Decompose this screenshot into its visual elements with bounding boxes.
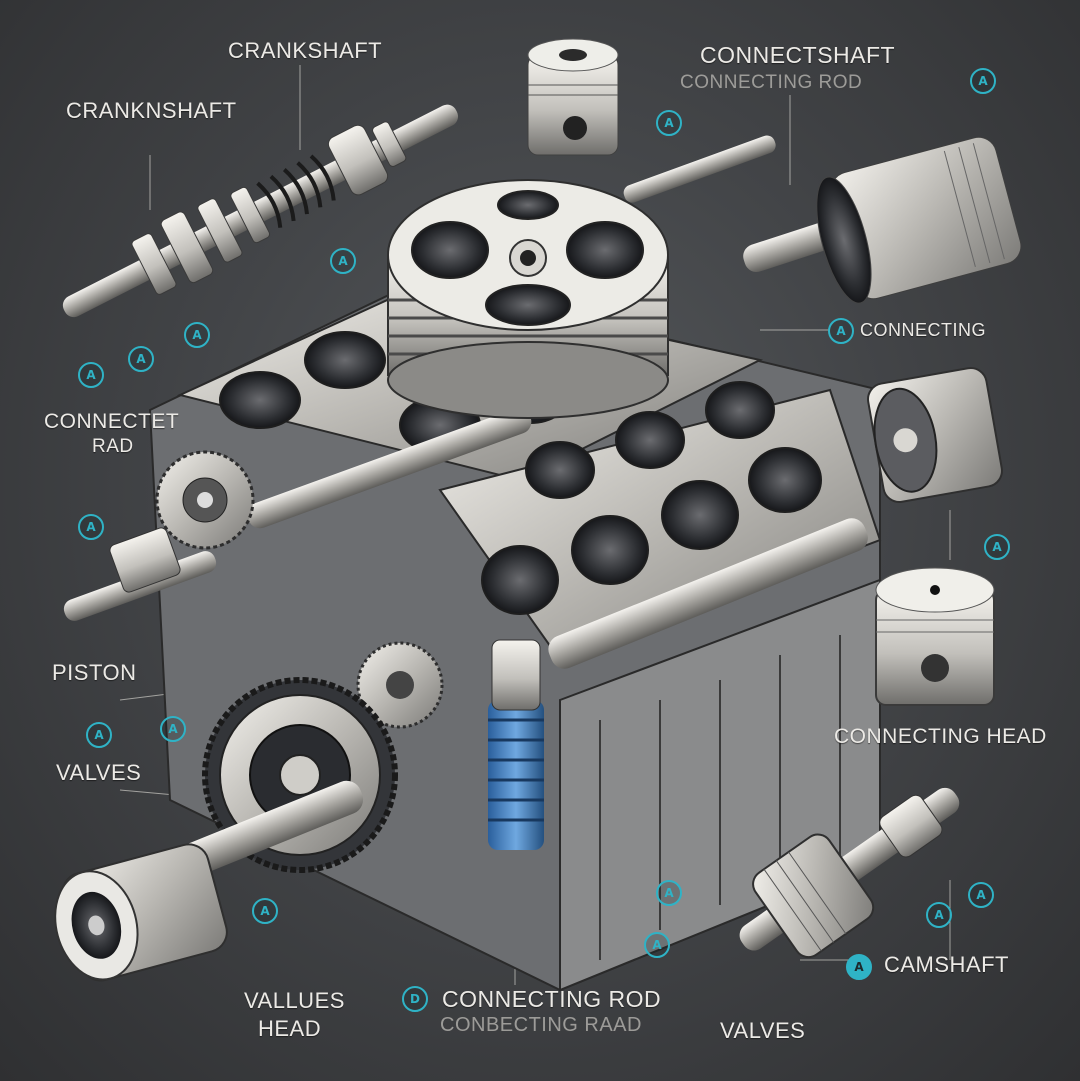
label-crankshaft-left: CRANKNSHAFT [66,98,237,123]
callout-badge: A [160,716,186,742]
label-valves-left: VALVES [56,760,142,785]
callout-badge: A [86,722,112,748]
label-values-head-1: VALLUES [244,988,345,1013]
label-values-head-2: HEAD [258,1016,322,1041]
label-connecting-rod-bottom-ghost: CONBECTING RAAD [440,1014,642,1036]
callout-badge: A [78,362,104,388]
left-gear-upper [155,450,255,550]
label-camshaft: CAMSHAFT [884,952,1009,977]
camshaft-bottom-right [739,787,960,959]
main-pulley [387,179,669,419]
callout-badge: A [656,110,682,136]
crankshaft-assembly-top-left [62,104,459,318]
callout-badge: A [656,880,682,906]
label-valves-bottom: VALVES [720,1018,806,1043]
callout-badge: A [926,902,952,928]
flywheel-right [867,367,1003,503]
callout-badge-connecting-rod: D [402,986,428,1012]
label-piston: PISTON [52,660,137,685]
piston-top [527,38,619,156]
callout-badge: A [128,346,154,372]
callout-badge: A [970,68,996,94]
label-crankshaft-top: CRANKSHAFT [228,38,383,63]
callout-badge: A [78,514,104,540]
callout-badge: A [644,932,670,958]
callout-badge: A [968,882,994,908]
label-connecting-rod-left-1: CONNECTET [44,410,180,433]
camshaft-right-top [623,135,1022,304]
valve-spring [488,639,544,850]
callout-badge: A [828,318,854,344]
label-connecting-head: CONNECTING HEAD [834,725,1047,748]
cam-gear [356,641,444,729]
left-shaft-mid [63,527,217,621]
label-connecting-rod-bottom: CONNECTING ROD [442,986,662,1012]
callout-badge: A [252,898,278,924]
label-connecting-right: CONNECTING [860,320,986,340]
piston-right [875,567,995,706]
label-connecting-rod-top: CONNECTING ROD [680,72,863,93]
label-connecting-rod-left-2: RAD [92,436,134,457]
crankshaft-bottom-left [54,780,364,982]
callout-badge: A [846,954,872,980]
label-connectshaft: CONNECTSHAFT [700,42,896,68]
callout-badge: A [984,534,1010,560]
callout-badge: A [184,322,210,348]
callout-badge: A [330,248,356,274]
